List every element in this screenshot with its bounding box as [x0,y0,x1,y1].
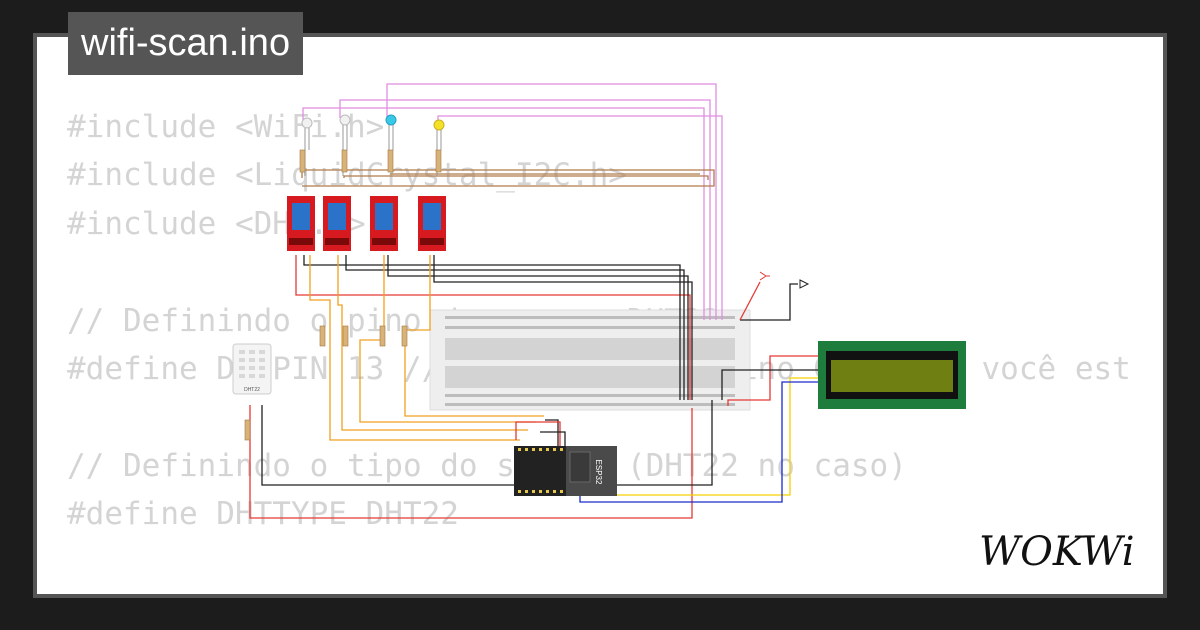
esp32-label: ESP32 [594,460,603,485]
resistors [244,149,442,441]
relay-module [418,196,446,251]
vcc-arrow-icon [759,271,770,281]
resistor [401,325,408,347]
wokwi-logo-text: WOKWi [979,529,1135,575]
wokwi-logo: WOKWi [979,529,1135,575]
resistor [379,325,386,347]
resistor [341,149,348,173]
resistor [299,149,306,173]
resistor [387,149,394,173]
wires [249,83,820,519]
lcd-display [818,341,966,409]
code-line: #define DHTTYPE DHT22 [67,496,459,533]
relay-module [287,196,315,251]
relay-module [323,196,351,251]
relay-module [370,196,398,251]
resistor [244,419,251,441]
resistor [342,325,349,347]
power-symbols [759,271,810,289]
led-cyan-icon [385,114,397,172]
preview-card: #include <WiFi.h>#include <LiquidCrystal… [33,33,1167,598]
dht22-sensor: DHT22 [232,343,272,395]
relay-modules [287,196,446,251]
resistor [319,325,326,347]
resistor [435,149,442,173]
code-line: // Criando o objeto do sensor DHT [67,587,1133,594]
file-title-tab[interactable]: wifi-scan.ino [68,12,304,75]
leds [301,114,445,176]
ground-arrow-icon [799,279,810,289]
dht22-label: DHT22 [244,387,260,393]
breadboard [429,309,751,411]
esp32-board: ESP32 [514,446,617,496]
